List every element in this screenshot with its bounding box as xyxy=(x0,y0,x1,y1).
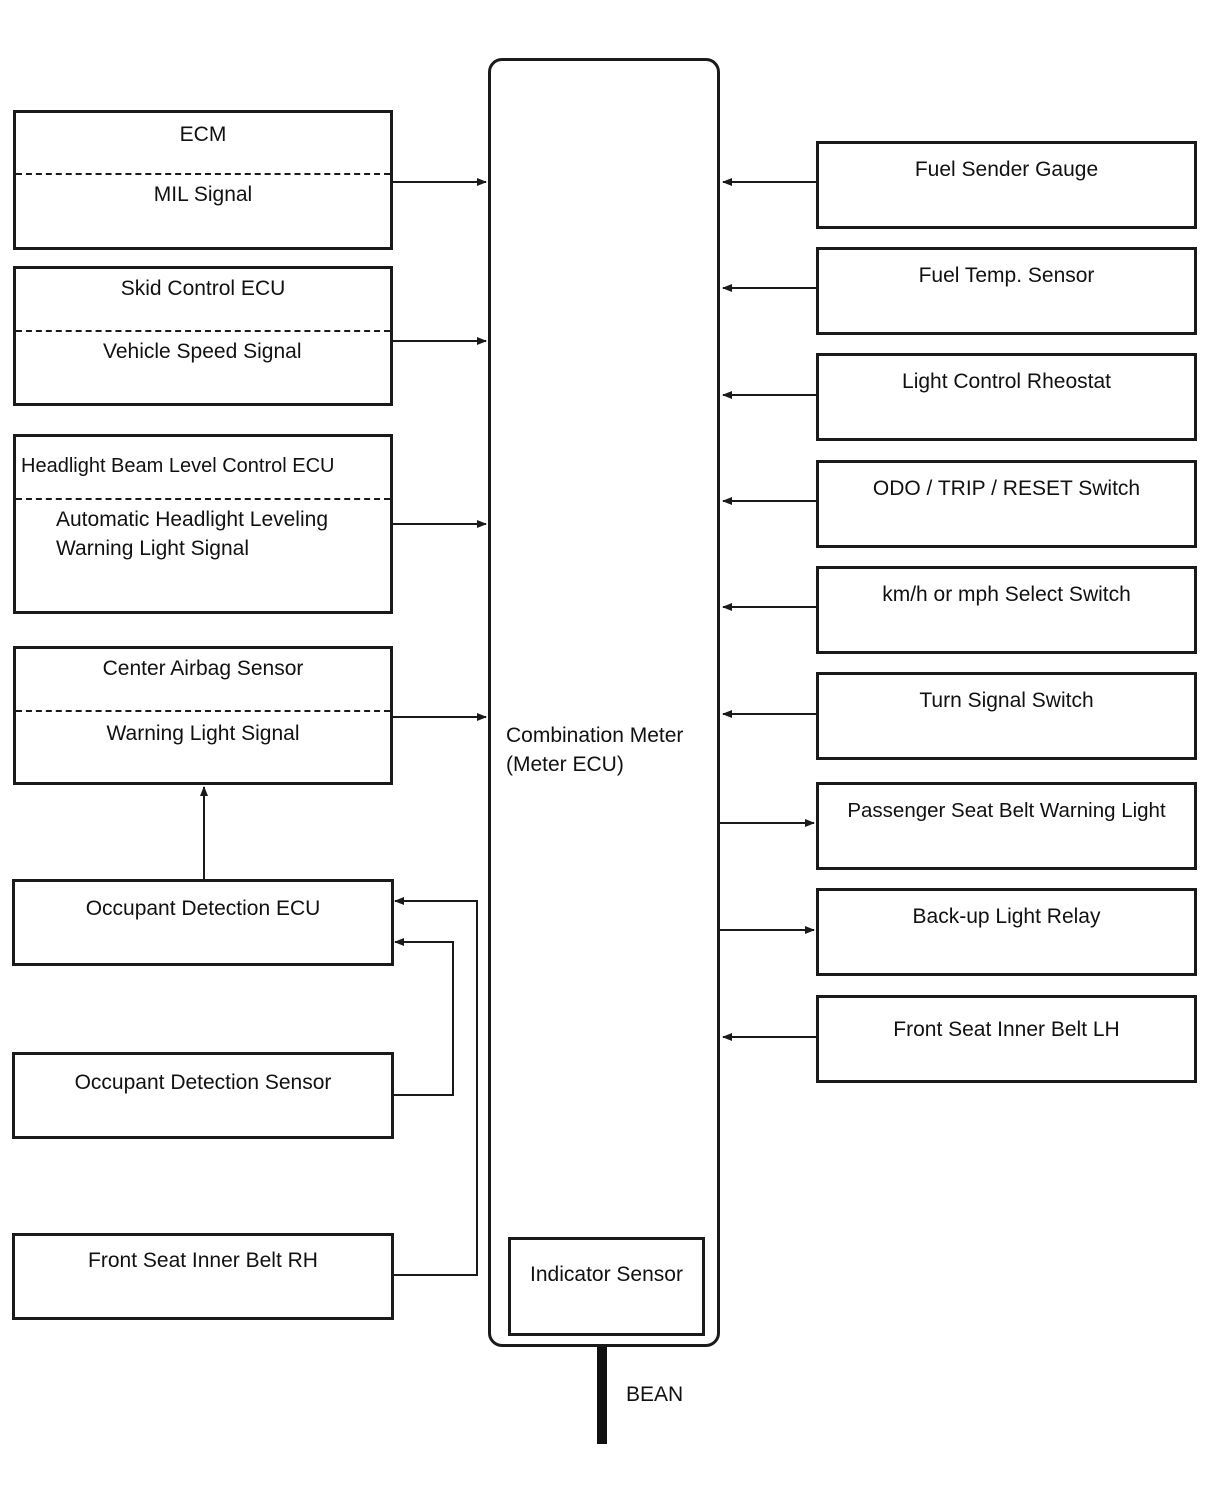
backup-relay-label: Back-up Light Relay xyxy=(912,905,1101,928)
passenger-belt-light-label: Passenger Seat Belt Warning Light xyxy=(847,799,1166,822)
auto-headlight-line2: Warning Light Signal xyxy=(56,537,249,560)
headlight-divider xyxy=(16,498,390,500)
bean-label: BEAN xyxy=(626,1383,684,1406)
headlight-ecu-label: Headlight Beam Level Control ECU xyxy=(21,455,335,477)
combination-meter-box: Combination Meter (Meter ECU) Indicator … xyxy=(488,58,720,1347)
occupant-sensor-box: Occupant Detection Sensor xyxy=(12,1052,394,1139)
mil-signal-label: MIL Signal xyxy=(153,183,253,206)
wire-occupant-sensor-to-ecu xyxy=(393,938,454,1096)
belt-rh-box: Front Seat Inner Belt RH xyxy=(12,1233,394,1320)
airbag-sensor-label: Center Airbag Sensor xyxy=(102,657,304,680)
meter-title-line2: (Meter ECU) xyxy=(506,753,624,776)
belt-rh-label: Front Seat Inner Belt RH xyxy=(88,1249,318,1272)
skid-divider xyxy=(16,330,390,332)
headlight-ecu-box: Headlight Beam Level Control ECU Automat… xyxy=(13,434,393,614)
indicator-sensor-label: Indicator Sensor xyxy=(530,1263,683,1286)
ecm-label: ECM xyxy=(179,123,227,146)
odo-switch-box: ODO / TRIP / RESET Switch xyxy=(816,460,1197,548)
belt-lh-box: Front Seat Inner Belt LH xyxy=(816,995,1197,1083)
kmh-switch-label: km/h or mph Select Switch xyxy=(882,583,1131,606)
wire-belt-rh-to-ecu xyxy=(393,897,478,1276)
auto-headlight-line1: Automatic Headlight Leveling xyxy=(56,508,328,531)
fuel-temp-box: Fuel Temp. Sensor xyxy=(816,247,1197,335)
turn-signal-box: Turn Signal Switch xyxy=(816,672,1197,760)
skid-control-label: Skid Control ECU xyxy=(120,277,286,300)
fuel-sender-label: Fuel Sender Gauge xyxy=(914,158,1099,181)
turn-signal-label: Turn Signal Switch xyxy=(919,689,1094,712)
occupant-ecu-box: Occupant Detection ECU xyxy=(12,879,394,966)
rheostat-label: Light Control Rheostat xyxy=(902,370,1111,393)
occupant-ecu-label: Occupant Detection ECU xyxy=(85,897,321,920)
odo-switch-label: ODO / TRIP / RESET Switch xyxy=(872,477,1141,500)
kmh-switch-box: km/h or mph Select Switch xyxy=(816,566,1197,654)
airbag-warning-label: Warning Light Signal xyxy=(106,722,300,745)
ecm-divider xyxy=(16,173,390,175)
backup-relay-box: Back-up Light Relay xyxy=(816,888,1197,976)
vehicle-speed-label: Vehicle Speed Signal xyxy=(103,340,302,363)
ecm-box: ECM MIL Signal xyxy=(13,110,393,250)
bean-bus-line xyxy=(597,1346,607,1444)
indicator-sensor-box: Indicator Sensor xyxy=(508,1237,705,1336)
fuel-temp-label: Fuel Temp. Sensor xyxy=(918,264,1095,287)
airbag-divider xyxy=(16,710,390,712)
fuel-sender-box: Fuel Sender Gauge xyxy=(816,141,1197,229)
airbag-sensor-box: Center Airbag Sensor Warning Light Signa… xyxy=(13,646,393,785)
belt-lh-label: Front Seat Inner Belt LH xyxy=(893,1018,1120,1041)
skid-control-box: Skid Control ECU Vehicle Speed Signal xyxy=(13,266,393,406)
occupant-sensor-label: Occupant Detection Sensor xyxy=(74,1071,332,1094)
meter-title-line1: Combination Meter xyxy=(506,724,684,747)
passenger-belt-light-box: Passenger Seat Belt Warning Light xyxy=(816,782,1197,870)
rheostat-box: Light Control Rheostat xyxy=(816,353,1197,441)
